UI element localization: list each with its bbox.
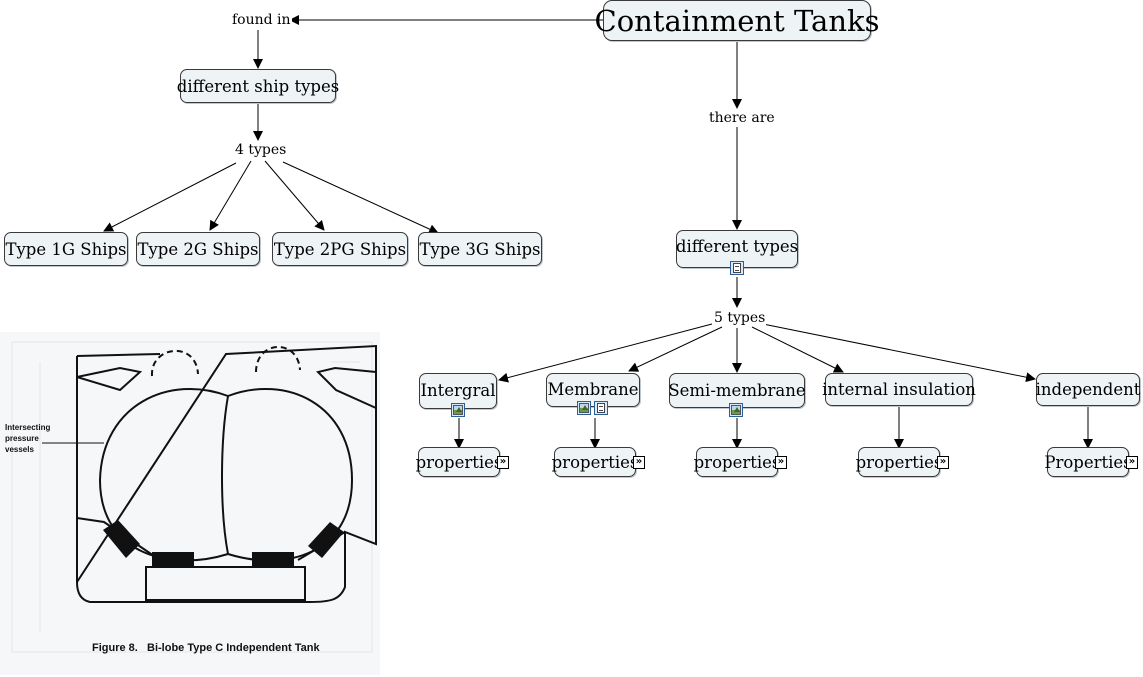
concept-semi-membrane[interactable]: Semi-membrane <box>668 373 806 408</box>
line-4types-to-2pg <box>264 160 325 231</box>
root-concept[interactable]: Containment Tanks <box>595 0 879 41</box>
concept-type-1g-ships[interactable]: Type 1G Ships <box>4 232 128 266</box>
link-4-types: 4 types <box>234 142 288 158</box>
document-icon[interactable] <box>594 401 608 415</box>
line-4types-to-3g <box>282 161 439 234</box>
image-icon[interactable] <box>729 403 743 417</box>
concept-intergral-label: Intergral <box>420 381 496 400</box>
concept-properties[interactable]: properties <box>694 447 780 477</box>
figure-annotation: Intersecting pressure vessels <box>5 423 51 454</box>
double-chevron-right-icon[interactable]: » <box>775 456 787 469</box>
concept-properties[interactable]: properties <box>856 447 942 477</box>
line-5types-to-membrane <box>628 326 723 372</box>
concept-properties[interactable]: Properties <box>1044 447 1132 477</box>
double-chevron-right-icon[interactable]: » <box>1126 456 1138 469</box>
double-chevron-right-icon[interactable]: » <box>937 456 949 469</box>
concept-properties[interactable]: properties <box>552 447 638 477</box>
line-5types-to-independent <box>762 323 1036 383</box>
concept-different-ship-types[interactable]: different ship types <box>177 69 339 103</box>
double-chevron-right-icon[interactable]: » <box>633 456 645 469</box>
bilobe-tank-drawing <box>11 341 377 653</box>
link-there-are: there are <box>708 110 776 126</box>
link-5-types: 5 types <box>713 310 767 326</box>
link-found-in: found in <box>231 12 292 28</box>
concept-membrane[interactable]: Membrane <box>546 373 640 407</box>
line-4types-to-2g <box>209 160 252 231</box>
bilobe-tank-figure: Intersecting pressure vessels Figure 8. … <box>0 332 380 675</box>
image-icon[interactable] <box>577 401 591 415</box>
concept-type-3g-ships[interactable]: Type 3G Ships <box>418 232 542 266</box>
line-5types-to-intergral <box>498 323 713 383</box>
concept-membrane-label: Membrane <box>547 380 639 399</box>
concept-type-2g-ships[interactable]: Type 2G Ships <box>136 232 260 266</box>
image-icon[interactable] <box>451 403 465 417</box>
figure-caption: Figure 8. Bi-lobe Type C Independent Tan… <box>92 642 320 654</box>
concept-internal-insulation[interactable]: internal insulation <box>822 373 976 406</box>
double-chevron-right-icon[interactable]: » <box>497 456 509 469</box>
concept-intergral[interactable]: Intergral <box>419 373 497 409</box>
document-icon[interactable] <box>730 261 744 275</box>
concept-properties[interactable]: properties <box>416 447 502 477</box>
concept-semi-membrane-label: Semi-membrane <box>668 381 806 400</box>
line-5types-to-internal <box>751 326 844 373</box>
concept-type-2pg-ships[interactable]: Type 2PG Ships <box>272 232 408 266</box>
concept-independent[interactable]: independent <box>1036 373 1140 406</box>
concept-different-types-label: different types <box>675 237 799 256</box>
line-4types-to-1g <box>103 162 237 232</box>
